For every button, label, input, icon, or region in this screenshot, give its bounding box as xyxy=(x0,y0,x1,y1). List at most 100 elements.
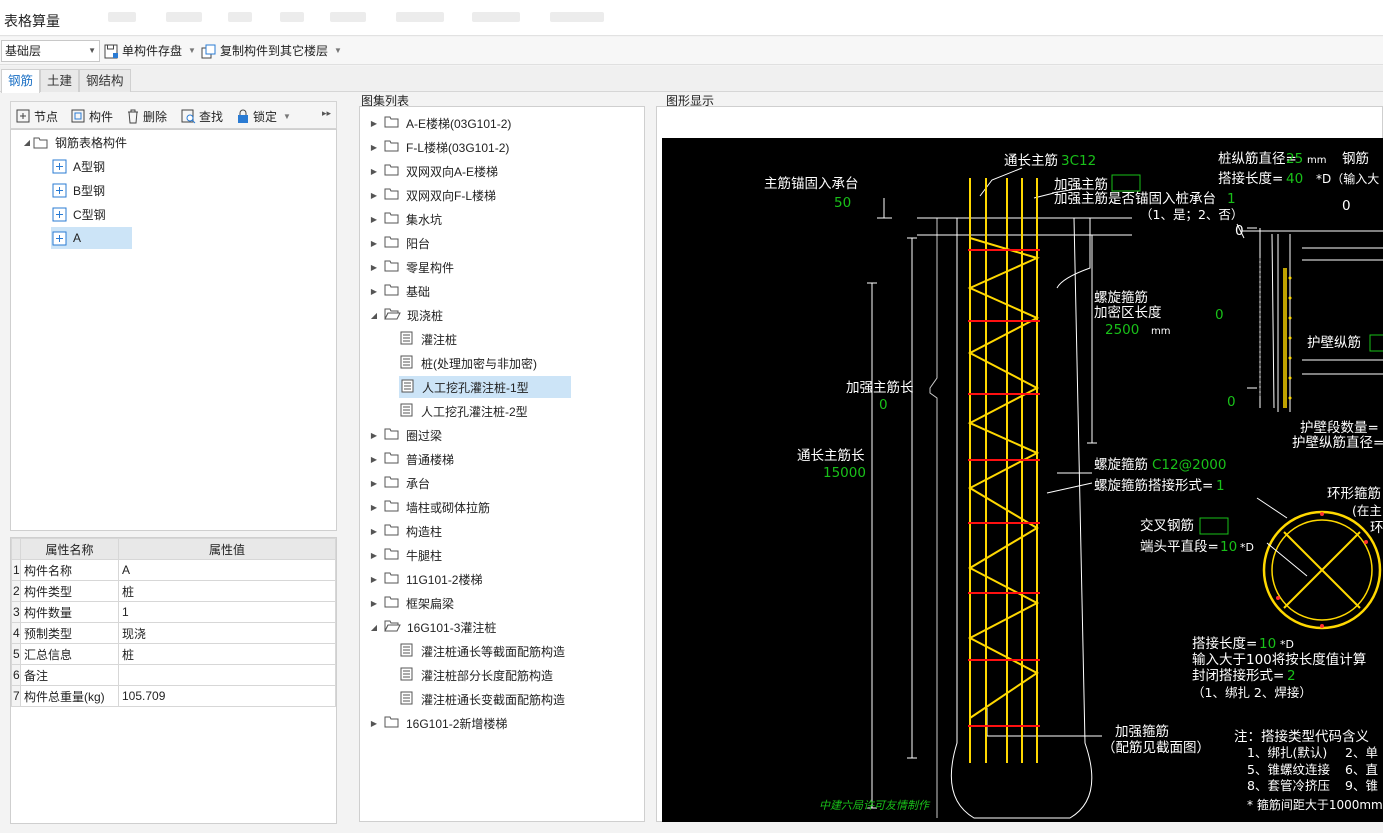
atlas-folder-item[interactable]: ▶双网双向A-E楼梯 xyxy=(368,160,498,182)
label-spiral2: 螺旋箍筋 xyxy=(1094,456,1148,473)
property-value[interactable]: 1 xyxy=(118,601,336,623)
chevron-down-icon[interactable]: ◢ xyxy=(370,622,378,632)
atlas-folder-item[interactable]: ▶普通楼梯 xyxy=(368,448,454,470)
atlas-folder-item[interactable]: ▶阳台 xyxy=(368,232,430,254)
chevron-right-icon[interactable]: ▶ xyxy=(370,166,378,176)
tree-node-item[interactable]: B型钢 xyxy=(52,179,105,201)
atlas-folder-item[interactable]: ▶墙柱或砌体拉筋 xyxy=(368,496,490,518)
chevron-right-icon[interactable]: ▶ xyxy=(370,142,378,152)
atlas-leaf-item[interactable]: 灌注桩通长变截面配筋构造 xyxy=(400,688,565,710)
atlas-folder-item[interactable]: ▶11G101-2楼梯 xyxy=(368,568,482,590)
property-value[interactable]: 桩 xyxy=(118,580,336,602)
property-value[interactable]: 现浇 xyxy=(118,622,336,644)
atlas-leaf-item[interactable]: 人工挖孔灌注桩-1型 xyxy=(399,376,571,398)
tab-steel[interactable]: 钢结构 xyxy=(79,69,131,92)
tab-rebar[interactable]: 钢筋 xyxy=(1,69,41,93)
chevron-right-icon[interactable]: ▶ xyxy=(370,190,378,200)
atlas-folder-item[interactable]: ▶集水坑 xyxy=(368,208,442,230)
chevron-right-icon[interactable]: ▶ xyxy=(370,478,378,488)
lock-icon xyxy=(238,109,248,123)
value-closed[interactable]: 2 xyxy=(1287,668,1296,684)
chevron-right-icon[interactable]: ▶ xyxy=(370,214,378,224)
node-button[interactable]: 节点 xyxy=(16,107,58,125)
value-main-anchor[interactable]: 50 xyxy=(834,195,851,211)
chevron-right-icon[interactable]: ▶ xyxy=(370,574,378,584)
value-lap-len[interactable]: 40 xyxy=(1286,171,1303,187)
chevron-right-icon[interactable]: ▶ xyxy=(370,262,378,272)
value-spiral[interactable]: C12@2000 xyxy=(1152,457,1226,473)
tab-civil[interactable]: 土建 xyxy=(40,69,80,92)
atlas-panel-title: 图集列表 xyxy=(361,94,410,108)
property-value[interactable]: 桩 xyxy=(118,643,336,665)
atlas-folder-item[interactable]: ▶基础 xyxy=(368,280,430,302)
folder-open-icon xyxy=(33,137,48,148)
atlas-leaf-item[interactable]: 灌注桩通长等截面配筋构造 xyxy=(400,640,565,662)
tree-node-item-selected[interactable]: A xyxy=(51,227,132,249)
value-pile-dia[interactable]: 25 xyxy=(1286,151,1303,167)
atlas-folder-item[interactable]: ▶框架扁梁 xyxy=(368,592,454,614)
atlas-leaf-item[interactable]: 灌注桩 xyxy=(400,328,457,350)
chevron-right-icon[interactable]: ▶ xyxy=(370,286,378,296)
atlas-folder-item[interactable]: ◢16G101-3灌注桩 xyxy=(368,616,496,638)
atlas-folder-item[interactable]: ▶牛腿柱 xyxy=(368,544,442,566)
find-button[interactable]: 查找 xyxy=(181,107,223,125)
atlas-leaf-item[interactable]: 人工挖孔灌注桩-2型 xyxy=(400,400,528,422)
value-long-len[interactable]: 15000 xyxy=(823,465,866,481)
value-zero[interactable]: 0 xyxy=(1215,307,1224,323)
value-end-straight[interactable]: 10 xyxy=(1220,539,1237,555)
atlas-folder-item[interactable]: ▶构造柱 xyxy=(368,520,442,542)
lock-button[interactable]: 锁定 ▼ xyxy=(236,107,291,125)
value-dense-len[interactable]: 2500 xyxy=(1105,322,1139,338)
atlas-folder-item[interactable]: ◢现浇桩 xyxy=(368,304,443,326)
value-add-len[interactable]: 0 xyxy=(879,397,888,413)
chevron-right-icon[interactable]: ▶ xyxy=(370,454,378,464)
chevron-right-icon[interactable]: ▶ xyxy=(370,430,378,440)
chevron-right-icon[interactable]: ▶ xyxy=(370,598,378,608)
value-long-bar[interactable]: 3C12 xyxy=(1061,153,1096,169)
tree-node-item[interactable]: C型钢 xyxy=(52,203,106,225)
value-add-anchor[interactable]: 1 xyxy=(1227,191,1236,207)
chevron-right-icon[interactable]: ▶ xyxy=(370,550,378,560)
value-spiral-lap[interactable]: 1 xyxy=(1216,478,1225,494)
atlas-folder-item[interactable]: ▶双网双向F-L楼梯 xyxy=(368,184,496,206)
drawing-canvas[interactable]: 主筋锚固入承台 50 通长主筋 3C12 加强主筋 加强主筋是否锚固入桩承台 1… xyxy=(662,138,1383,822)
atlas-folder-item[interactable]: ▶A-E楼梯(03G101-2) xyxy=(368,112,511,134)
expand-toggle-icon[interactable]: ◢ xyxy=(23,137,31,147)
chevron-right-icon[interactable]: ▶ xyxy=(370,118,378,128)
chevron-right-icon[interactable]: ▶ xyxy=(370,502,378,512)
right-bracket xyxy=(1247,227,1383,412)
atlas-folder-item[interactable]: ▶F-L楼梯(03G101-2) xyxy=(368,136,509,158)
chevron-right-icon[interactable]: ▶ xyxy=(370,238,378,248)
floor-select[interactable]: 基础层 ▼ xyxy=(1,40,100,62)
property-value[interactable]: A xyxy=(118,559,336,581)
atlas-folder-item[interactable]: ▶零星构件 xyxy=(368,256,454,278)
tree-node-root[interactable]: ◢ 钢筋表格构件 xyxy=(21,131,127,153)
property-value[interactable]: 105.709 xyxy=(118,685,336,707)
value-zero[interactable]: 0 xyxy=(1227,394,1236,410)
atlas-folder-item[interactable]: ▶圈过梁 xyxy=(368,424,442,446)
tree-node-item[interactable]: A型钢 xyxy=(52,155,105,177)
atlas-leaf-item[interactable]: 桩(处理加密与非加密) xyxy=(400,352,537,374)
value-lap2[interactable]: 10 xyxy=(1259,636,1276,652)
copy-to-floor-button[interactable]: 复制构件到其它楼层 ▼ xyxy=(201,42,342,60)
chevron-down-icon[interactable]: ◢ xyxy=(370,310,378,320)
save-component-button[interactable]: 单构件存盘 ▼ xyxy=(104,42,196,60)
property-value[interactable] xyxy=(118,664,336,686)
graph-panel-title: 图形显示 xyxy=(666,94,715,108)
chevron-right-icon[interactable]: ▶ xyxy=(370,718,378,728)
floor-select-value: 基础层 xyxy=(5,44,42,58)
atlas-folder-item[interactable]: ▶承台 xyxy=(368,472,430,494)
expand-toolbar-button[interactable]: ▸▸ xyxy=(322,108,332,118)
chevron-right-icon[interactable]: ▶ xyxy=(370,526,378,536)
component-button[interactable]: 构件 xyxy=(71,107,113,125)
atlas-leaf-item[interactable]: 灌注桩部分长度配筋构造 xyxy=(400,664,553,686)
delete-button[interactable]: 删除 xyxy=(126,107,167,125)
atlas-folder-item[interactable]: ▶16G101-2新增楼梯 xyxy=(368,712,507,734)
